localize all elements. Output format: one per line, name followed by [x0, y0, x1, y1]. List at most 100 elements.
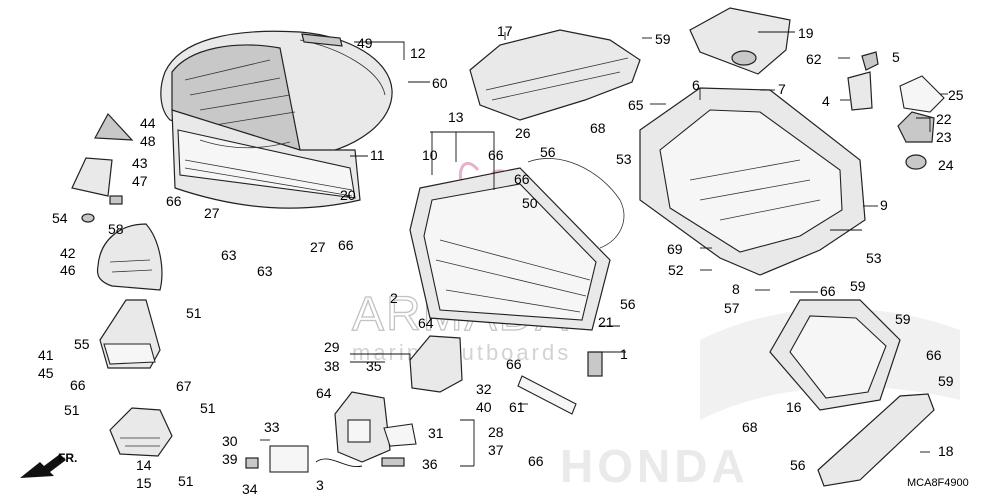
- callout-label: 33: [264, 419, 280, 435]
- callout-label: 27: [204, 205, 220, 221]
- callout-label: 9: [880, 197, 888, 213]
- part-lock: [587, 351, 603, 377]
- callout-label: 24: [938, 157, 954, 173]
- callout-label: 38: [324, 358, 340, 374]
- callout-label: 2: [390, 290, 398, 306]
- callout-label: 8: [732, 281, 740, 297]
- callout-label: 34: [242, 481, 258, 497]
- callout-label: 44: [140, 115, 156, 131]
- callout-label: 28: [488, 424, 504, 440]
- callout-label: 3: [316, 477, 324, 493]
- part-lower-bracket: [109, 407, 173, 457]
- callout-label: 68: [742, 419, 758, 435]
- part-strip: [301, 33, 343, 47]
- part-harness: [315, 458, 363, 468]
- callout-label: 11: [370, 147, 385, 163]
- callout-label: 37: [488, 442, 504, 458]
- part-gasket: [899, 75, 945, 113]
- callout-label: 29: [324, 339, 340, 355]
- part-knob: [861, 51, 879, 71]
- callout-label: 66: [528, 453, 544, 469]
- callout-label: 51: [200, 400, 216, 416]
- callout-label: 66: [70, 377, 86, 393]
- part-pocket: [409, 335, 463, 393]
- callout-label: 14: [136, 457, 152, 473]
- callout-label: 31: [428, 425, 444, 441]
- callout-label: 59: [655, 31, 671, 47]
- callout-label: 42: [60, 245, 76, 261]
- part-cover-left: [71, 157, 113, 197]
- callout-label: 12: [410, 45, 426, 61]
- part-bushing: [905, 154, 927, 170]
- part-latch: [847, 71, 873, 111]
- front-arrow-icon: FR.: [20, 451, 77, 478]
- part-strip-36: [381, 457, 405, 467]
- callout-label: 22: [936, 111, 952, 127]
- callout-labels: 49 12 17 59 19 60 62 5 4 25 6 7 65 22 23…: [38, 23, 964, 497]
- front-label: FR.: [58, 451, 77, 465]
- part-grommet-54: [81, 213, 95, 223]
- part-guard: [96, 223, 163, 291]
- leader-lines: [260, 31, 948, 467]
- callout-label: 63: [257, 263, 273, 279]
- callout-label: 59: [938, 373, 954, 389]
- callout-label: 66: [926, 347, 942, 363]
- callout-label: 40: [476, 399, 492, 415]
- callout-label: 21: [598, 314, 614, 330]
- callout-label: 60: [432, 75, 448, 91]
- part-clip-31: [383, 423, 417, 447]
- callout-label: 55: [74, 336, 90, 352]
- callout-label: 10: [422, 147, 438, 163]
- callout-label: 66: [338, 237, 354, 253]
- callout-label: 30: [222, 433, 238, 449]
- callout-label: 51: [178, 473, 194, 489]
- callout-label: 16: [786, 399, 802, 415]
- callout-label: 67: [176, 378, 192, 394]
- callout-label: 39: [222, 451, 238, 467]
- part-clip-58: [109, 195, 123, 205]
- callout-label: 53: [866, 250, 882, 266]
- callout-label: 41: [38, 347, 54, 363]
- callout-label: 64: [316, 385, 332, 401]
- callout-label: 6: [692, 77, 700, 93]
- callout-label: 51: [186, 305, 202, 321]
- diagram-code: MCA8F4900: [907, 477, 969, 489]
- callout-label: 1: [620, 346, 628, 362]
- part-triangle-pad: [94, 112, 134, 141]
- callout-label: 36: [422, 456, 438, 472]
- callout-label: 50: [522, 195, 538, 211]
- callout-label: 53: [616, 151, 632, 167]
- callout-label: 56: [790, 457, 806, 473]
- callout-label: 32: [476, 381, 492, 397]
- part-lower-cover: [769, 299, 935, 487]
- callout-label: 64: [418, 315, 434, 331]
- callout-label: 66: [166, 193, 182, 209]
- callout-label: 66: [514, 171, 530, 187]
- callout-label: 43: [132, 155, 148, 171]
- callout-label: 63: [221, 247, 237, 263]
- callout-label: 23: [936, 129, 952, 145]
- part-plate: [517, 375, 577, 415]
- callout-label: 59: [850, 278, 866, 294]
- callout-label: 20: [340, 187, 356, 203]
- callout-label: 35: [366, 358, 382, 374]
- callout-label: 58: [108, 221, 124, 237]
- callout-label: 52: [668, 262, 684, 278]
- callout-label: 26: [515, 125, 531, 141]
- part-lid-frame: [171, 109, 361, 209]
- callout-label: 54: [52, 210, 68, 226]
- part-main-box: [409, 158, 625, 331]
- callout-label: 68: [590, 120, 606, 136]
- callout-label: 5: [892, 49, 900, 65]
- callout-label: 48: [140, 133, 156, 149]
- callout-label: 66: [506, 356, 522, 372]
- callout-label: 56: [620, 296, 636, 312]
- callout-label: 25: [948, 87, 964, 103]
- callout-label: 59: [895, 311, 911, 327]
- part-flat-panel: [689, 7, 791, 75]
- callout-label: 15: [136, 475, 152, 491]
- part-tray: [639, 87, 866, 276]
- callout-label: 61: [509, 399, 525, 415]
- callout-label: 27: [310, 239, 326, 255]
- part-lock-body: [897, 111, 935, 143]
